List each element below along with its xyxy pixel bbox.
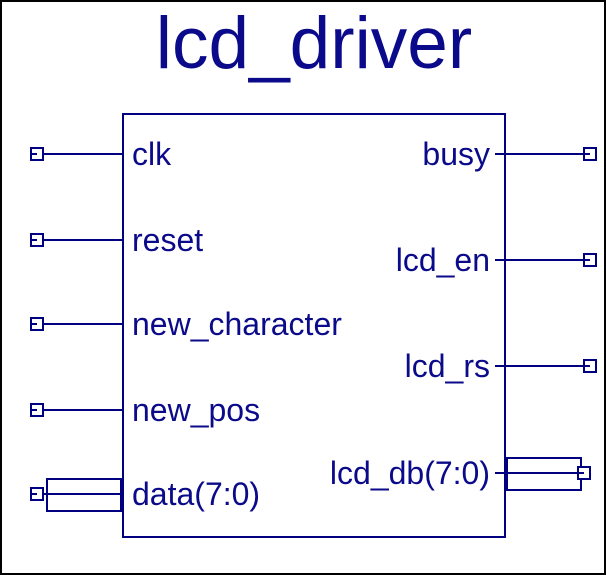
port-data-7-0-label: data(7:0) xyxy=(132,476,261,512)
port-clk-label: clk xyxy=(132,136,172,172)
port-lcd-db-7-0-connector[interactable] xyxy=(577,466,591,480)
port-reset-wire[interactable] xyxy=(44,239,122,241)
port-lcd-rs-wire[interactable] xyxy=(495,365,583,367)
port-clk-connector[interactable] xyxy=(30,147,44,161)
port-new-character-wire[interactable] xyxy=(44,323,122,325)
port-new-pos-connector[interactable] xyxy=(30,403,44,417)
connector-stub-line xyxy=(32,153,37,155)
port-lcd-rs-connector[interactable] xyxy=(583,359,597,373)
port-reset-connector[interactable] xyxy=(30,233,44,247)
connector-stub-line xyxy=(585,153,590,155)
port-lcd-db-7-0-bus-rect xyxy=(506,457,582,491)
module-block[interactable] xyxy=(122,113,506,538)
port-busy-label: busy xyxy=(422,136,490,172)
port-data-7-0-bus-rect xyxy=(46,478,122,512)
port-clk-wire[interactable] xyxy=(44,153,122,155)
port-data-7-0-wire[interactable] xyxy=(44,493,122,495)
connector-stub-line xyxy=(585,259,590,261)
port-new-pos-wire[interactable] xyxy=(44,409,122,411)
port-busy-wire[interactable] xyxy=(495,153,583,155)
port-busy-connector[interactable] xyxy=(583,147,597,161)
port-reset-label: reset xyxy=(132,222,204,258)
connector-stub-line xyxy=(585,365,590,367)
connector-stub-line xyxy=(32,409,37,411)
port-lcd-rs-label: lcd_rs xyxy=(404,348,490,384)
port-lcd-db-7-0-wire[interactable] xyxy=(495,472,577,474)
port-lcd-en-wire[interactable] xyxy=(495,259,583,261)
port-new-character-label: new_character xyxy=(132,306,342,342)
port-new-pos-label: new_pos xyxy=(132,392,261,428)
connector-stub-line xyxy=(579,472,584,474)
connector-stub-line xyxy=(32,493,37,495)
port-lcd-en-connector[interactable] xyxy=(583,253,597,267)
port-new-character-connector[interactable] xyxy=(30,317,44,331)
port-lcd-db-7-0-label: lcd_db(7:0) xyxy=(329,455,490,491)
module-title: lcd_driver xyxy=(155,3,473,84)
port-data-7-0-connector[interactable] xyxy=(30,487,44,501)
port-lcd-en-label: lcd_en xyxy=(395,242,490,278)
connector-stub-line xyxy=(32,323,37,325)
connector-stub-line xyxy=(32,239,37,241)
